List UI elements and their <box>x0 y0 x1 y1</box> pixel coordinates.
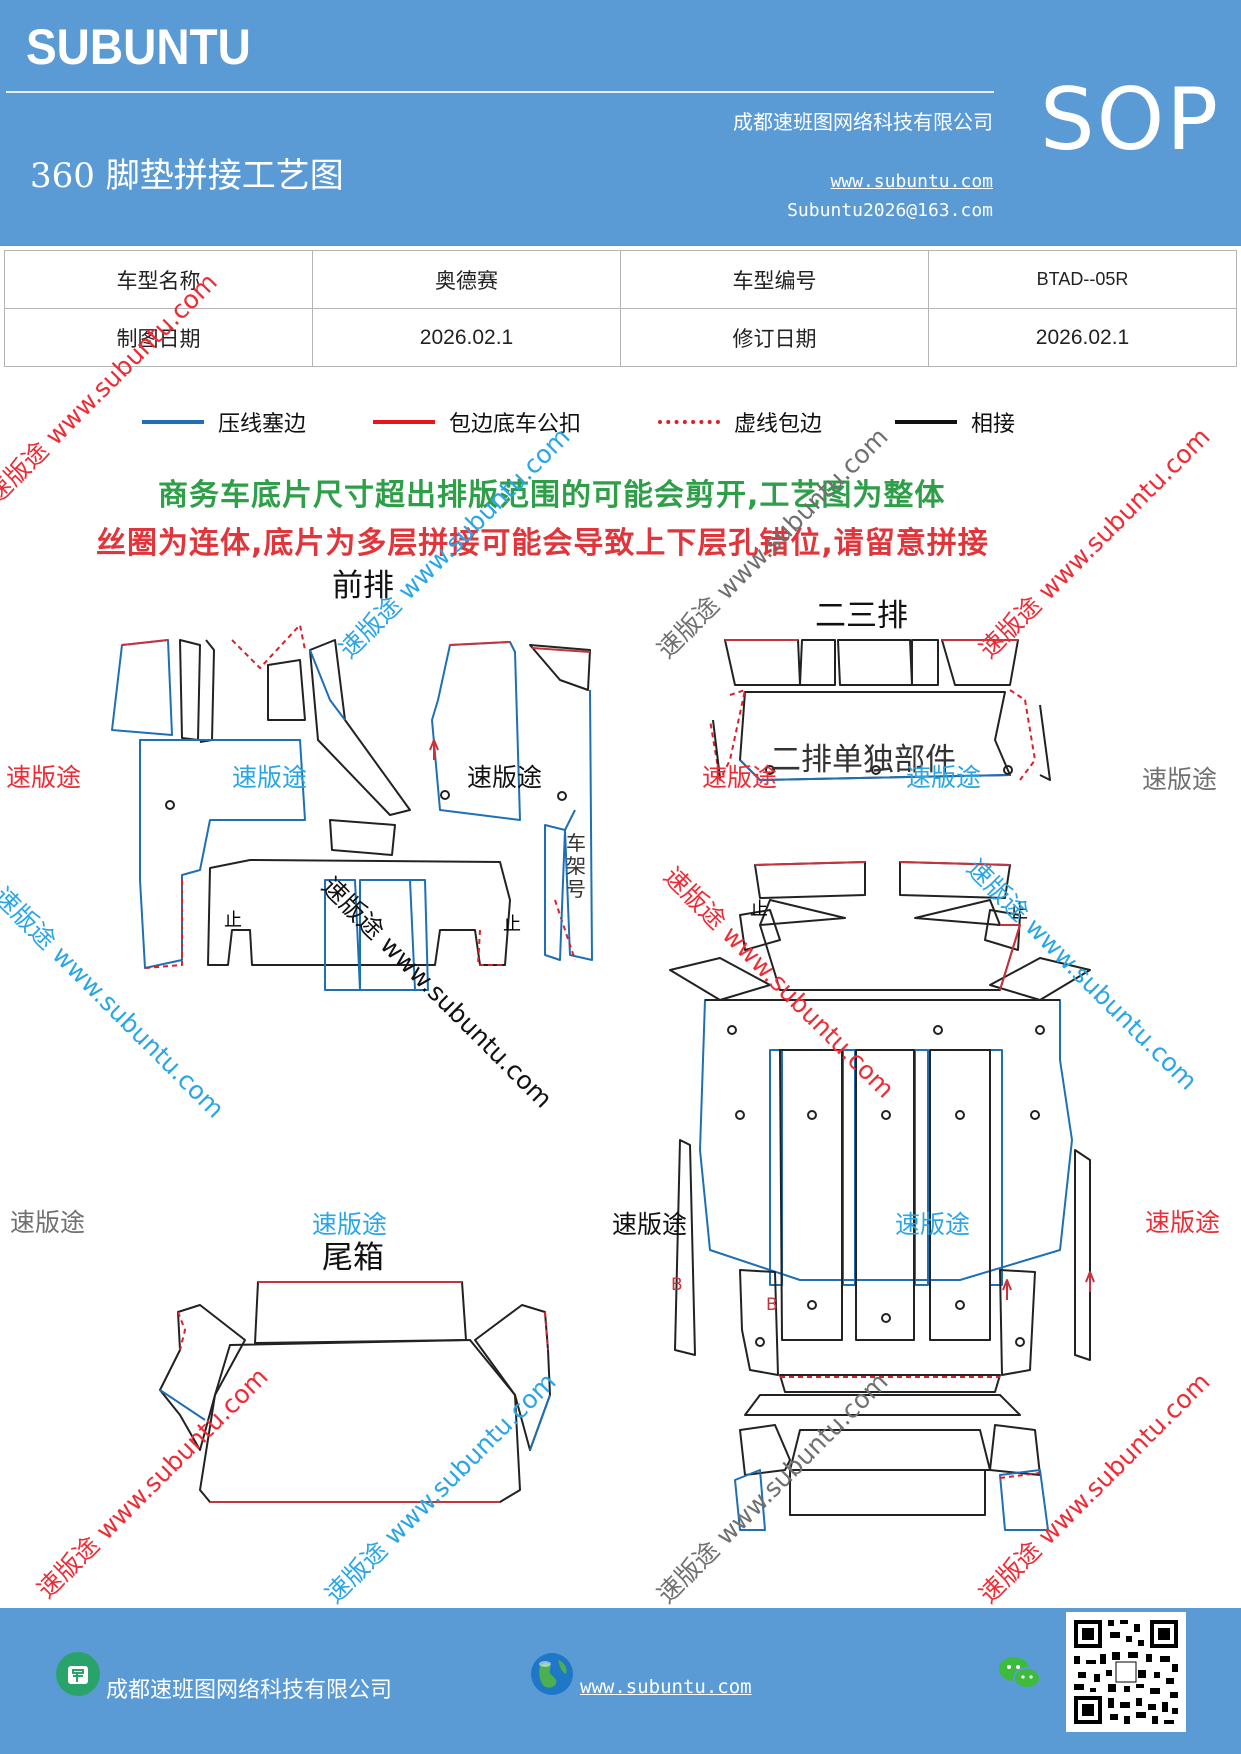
front-row-pieces <box>111 624 593 991</box>
legend-swatch <box>373 420 435 424</box>
watermark-brand: 速版途 <box>612 1210 688 1239</box>
brand-logo: SUBUNTU <box>26 19 251 75</box>
legend-item-dotted-wrap: 虚线包边 <box>658 402 822 442</box>
sop-badge: SOP <box>1040 70 1221 170</box>
b-marker: B <box>671 1275 683 1295</box>
watermark-brand: 速版途 <box>10 1208 86 1237</box>
revise-date-value: 2026.02.1 <box>928 308 1237 367</box>
globe-icon <box>531 1653 573 1695</box>
stop-marker: 止 <box>503 914 521 935</box>
home-icon <box>56 1652 100 1696</box>
watermark-brand: 速版途 <box>1142 765 1218 794</box>
stop-marker: 止 <box>750 899 768 920</box>
legend-swatch <box>895 420 957 424</box>
table-row: 车型名称 奥德赛 车型编号 BTAD--05R <box>4 250 1237 309</box>
frame-number-char: 车 <box>566 831 586 855</box>
section-title-trunk: 尾箱 <box>322 1240 384 1276</box>
notice-line-1: 商务车底片尺寸超出排版范围的可能会剪开,工艺图为整体 <box>158 478 946 513</box>
contact-email[interactable]: Subuntu2026@163.com <box>787 200 993 221</box>
watermark-brand: 速版途 <box>895 1210 971 1239</box>
document-title: 360 脚垫拼接工艺图 <box>30 156 344 196</box>
model-code-value: BTAD--05R <box>928 250 1237 309</box>
legend-item-joined: 相接 <box>895 402 1015 442</box>
watermark-brand: 速版途 <box>232 763 308 792</box>
wechat-icon <box>999 1657 1041 1689</box>
watermark-brand: 速版途 <box>906 763 982 792</box>
second-row-parts <box>709 639 1051 781</box>
frame-number-char: 架 <box>566 854 586 878</box>
legend-label: 虚线包边 <box>734 412 823 437</box>
footer-company-name: 成都速班图网络科技有限公司 <box>106 1678 393 1703</box>
watermark-brand: 速版途 <box>6 763 82 792</box>
model-name-label: 车型名称 <box>4 250 313 309</box>
watermark-brand: 速版途 <box>312 1210 388 1239</box>
trunk-pieces <box>159 1281 551 1503</box>
website-link[interactable]: www.subuntu.com <box>830 171 993 192</box>
header-banner <box>0 0 1241 246</box>
header-divider <box>6 91 994 93</box>
legend-swatch <box>142 420 204 424</box>
draw-date-value: 2026.02.1 <box>312 308 621 367</box>
stop-marker: 止 <box>224 910 242 931</box>
watermark-brand: 速版途 <box>702 763 778 792</box>
revise-date-label: 修订日期 <box>620 308 929 367</box>
frame-number-char: 号 <box>566 877 586 901</box>
legend-label: 压线塞边 <box>218 412 307 437</box>
watermark-brand: 速版途 <box>1145 1208 1221 1237</box>
b-marker: B <box>766 1295 778 1315</box>
section-title-front: 前排 <box>332 568 394 604</box>
legend-swatch <box>658 420 720 424</box>
legend-item-press-line: 压线塞边 <box>142 402 306 442</box>
second-third-row-pieces <box>669 765 1095 1531</box>
watermark-brand: 速版途 <box>467 763 543 792</box>
legend-label: 相接 <box>971 412 1016 437</box>
model-code-label: 车型编号 <box>620 250 929 309</box>
info-table: 车型名称 奥德赛 车型编号 BTAD--05R 制图日期 2026.02.1 修… <box>4 250 1237 367</box>
qr-code-icon[interactable] <box>1066 1612 1186 1732</box>
section-title-second-parts: 二排单独部件 <box>770 742 956 778</box>
table-row: 制图日期 2026.02.1 修订日期 2026.02.1 <box>4 308 1237 367</box>
stop-marker: 止 <box>1010 902 1028 923</box>
footer-website-link[interactable]: www.subuntu.com <box>580 1676 752 1698</box>
legend-label: 包边底车公扣 <box>449 412 582 437</box>
model-name-value: 奥德赛 <box>312 250 621 309</box>
company-name: 成都速班图网络科技有限公司 <box>733 110 993 134</box>
draw-date-label: 制图日期 <box>4 308 313 367</box>
notice-line-2: 丝圈为连体,底片为多层拼接可能会导致上下层孔错位,请留意拼接 <box>96 526 989 561</box>
section-title-second-third: 二三排 <box>815 598 908 634</box>
frame-number-marker: 车 架 号 <box>566 832 586 901</box>
legend-item-wrap-edge: 包边底车公扣 <box>373 402 581 442</box>
